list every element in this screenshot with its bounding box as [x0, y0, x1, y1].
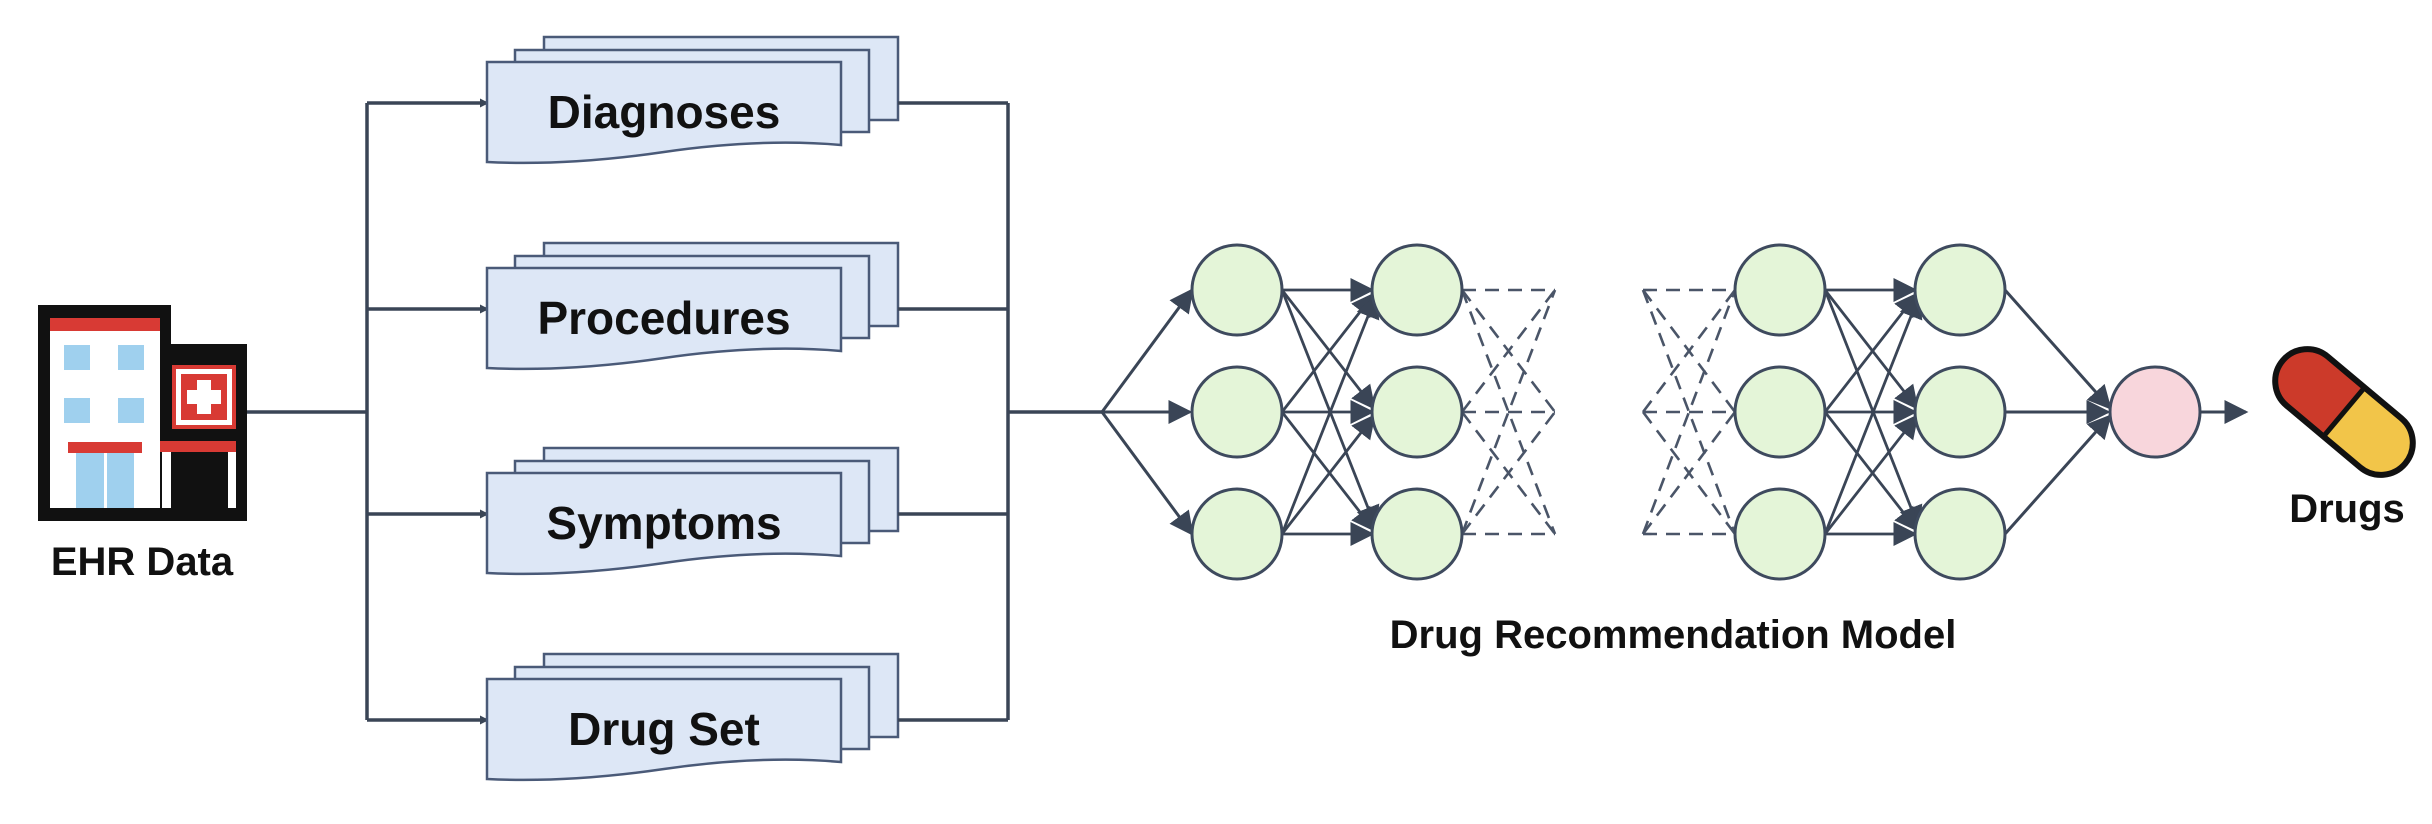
document-stack-diagnoses — [485, 35, 900, 165]
drugs-label: Drugs — [2289, 487, 2405, 531]
input-label-diagnoses: Diagnoses — [548, 86, 781, 138]
input-connectors — [247, 98, 489, 725]
input-label-drug-set: Drug Set — [568, 703, 760, 755]
hospital-icon — [38, 305, 247, 521]
document-stack-symptoms — [485, 446, 900, 576]
neural-network-icon — [1100, 243, 2249, 581]
ehr-data-label: EHR Data — [51, 540, 234, 584]
input-label-procedures: Procedures — [537, 292, 790, 344]
output-node — [2108, 365, 2202, 459]
merge-connectors — [898, 101, 1102, 722]
document-stack-drug-set — [485, 652, 900, 782]
model-label: Drug Recommendation Model — [1390, 613, 1957, 657]
pill-capsule-icon — [2272, 346, 2416, 478]
input-label-symptoms: Symptoms — [546, 497, 781, 549]
document-stack-procedures — [485, 241, 900, 371]
